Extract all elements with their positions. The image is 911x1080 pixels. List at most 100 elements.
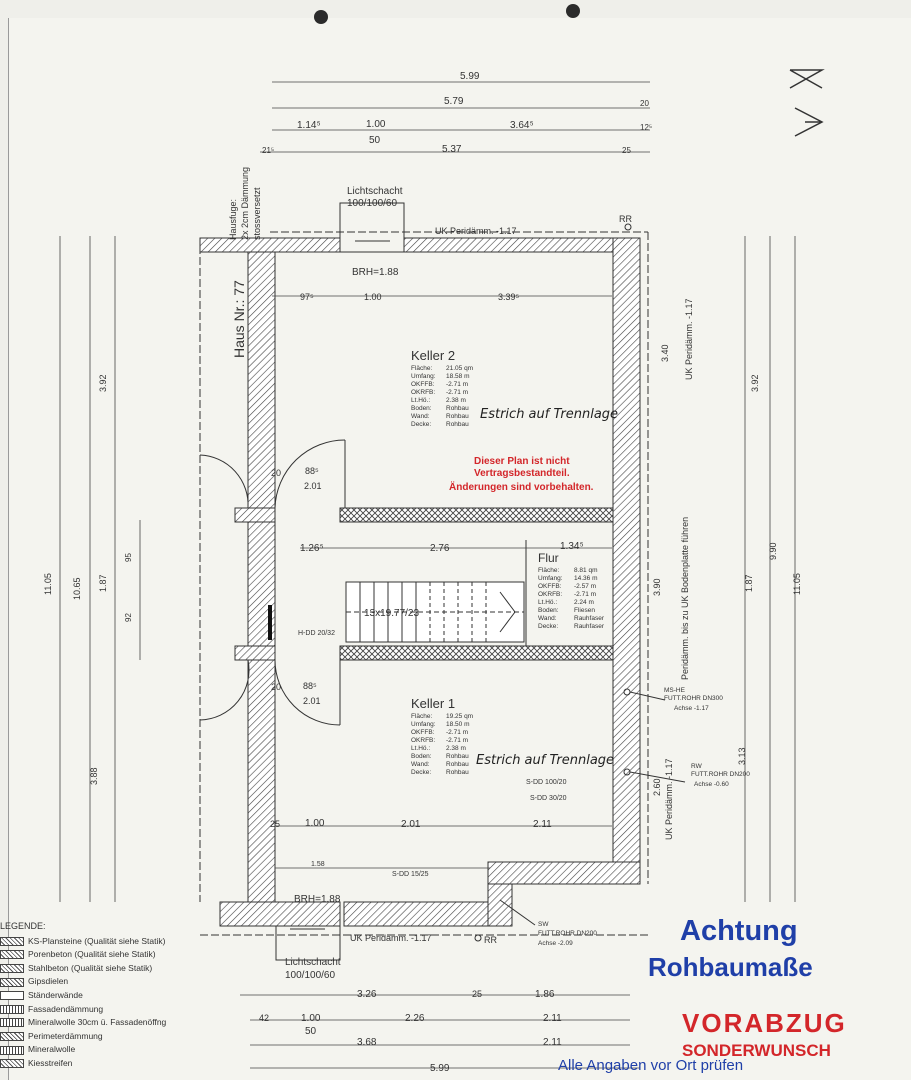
room-row-label: OKRFB: (538, 591, 562, 598)
legend-item-label: Ständerwände (28, 989, 83, 1000)
dim-wall-l: 21⁵ (262, 146, 274, 155)
disclaimer-line-1: Dieser Plan ist nicht (474, 456, 570, 467)
dim-wall-r: 25 (622, 146, 631, 155)
legend-item: Stahlbeton (Qualität siehe Statik) (0, 962, 210, 976)
disclaimer-line-2: Vertragsbestandteil. (474, 468, 570, 479)
legend-item-label: Fassadendämmung (28, 1003, 104, 1014)
room-row-value: 18.58 m (446, 373, 470, 380)
flur-dim-1: 1.26⁵ (300, 543, 324, 554)
right-dim-total: 11.05 (792, 573, 802, 595)
room-row-value: Fliesen (574, 607, 595, 614)
plain-swatch-icon (0, 991, 24, 1001)
room-note: Estrich auf Trennlage (476, 753, 614, 768)
left-dim-inner: 10.65 (72, 577, 82, 600)
north-arrow-icon (789, 69, 825, 137)
legend-item-label: KS-Plansteine (Qualität siehe Statik) (28, 935, 166, 946)
legend-item-label: Mineralwolle (28, 1044, 76, 1055)
room-name: Keller 2 (411, 348, 455, 363)
legend-item-label: Mineralwolle 30cm ü. Fassadenöffng (28, 1017, 167, 1028)
legend-item-label: Porenbeton (Qualität siehe Statik) (28, 949, 156, 960)
room-note: Estrich auf Trennlage (480, 407, 618, 422)
room-row-label: Umfang: (538, 575, 563, 582)
bottom-r2-5: 2.11 (543, 1013, 562, 1024)
rr-bottom: RR (484, 935, 497, 945)
legend-item: Gipsdielen (0, 975, 210, 989)
room-row-label: Lt.Hö.: (411, 397, 430, 404)
room-row-label: Boden: (411, 753, 432, 760)
stamp-rohbau: Rohbaumaße (648, 952, 813, 982)
top-dimension-lines (240, 81, 650, 1069)
bottom-r2-3: 50 (305, 1026, 317, 1037)
left-dimension-lines (59, 236, 796, 902)
stair-label: 13x19.77/23 (364, 608, 419, 619)
sdd-3: S-DD 15/25 (392, 871, 429, 878)
dim-d1: 1.14⁵ (297, 120, 321, 131)
room-row-value: Rohbau (446, 769, 469, 776)
door-k1-a: 20 (271, 682, 281, 692)
right-dim-3: 2.60 (652, 778, 662, 796)
pipe-markers (474, 223, 686, 942)
room-row-label: Wand: (411, 413, 430, 420)
legend-item-label: Perimeterdämmung (28, 1030, 103, 1041)
keller2-dim-1: 97⁵ (300, 292, 314, 302)
bottom-r3-1: 3.68 (357, 1037, 377, 1048)
sdd-1: S-DD 100/20 (526, 779, 567, 786)
room-row-label: Decke: (411, 421, 431, 428)
right-dim-c: 3.13 (737, 747, 747, 765)
left-dim-a: 3.92 (98, 374, 108, 392)
legend-item: Porenbeton (Qualität siehe Statik) (0, 948, 210, 962)
room-row-label: Boden: (538, 607, 559, 614)
bottom-r2-1: 42 (259, 1013, 269, 1023)
sw-3: Achse -2.09 (538, 940, 573, 947)
legend-item: Fassadendämmung (0, 1003, 210, 1017)
right-dim-inner: 9.90 (768, 542, 778, 560)
room-row-label: OKFFB: (411, 381, 435, 388)
door-k2-b: 88⁵ (305, 466, 319, 476)
room-row-value: Rohbau (446, 421, 469, 428)
sw-1: SW (538, 921, 549, 928)
k1-dim-2: 2.01 (401, 819, 421, 830)
flur-dim-2: 2.76 (430, 543, 450, 554)
hausfuge-1: Hausfuge: (228, 199, 238, 240)
left-dim-b: 1.87 (98, 574, 108, 592)
room-row-label: Fläche: (411, 365, 433, 372)
hatch-swatch-icon (0, 950, 24, 960)
dim-inner: 5.79 (444, 96, 464, 107)
room-row-value: Rauhfaser (574, 623, 605, 630)
room-row-value: 19.25 qm (446, 713, 473, 720)
legend-item: Kiesstreifen (0, 1057, 210, 1071)
punch-hole-left (314, 10, 328, 24)
hausfuge-3: stossversetzt (252, 187, 262, 240)
left-dim-total: 11.05 (43, 573, 53, 595)
room-row-label: OKRFB: (411, 389, 435, 396)
room-row-label: Lt.Hö.: (538, 599, 557, 606)
room-row-value: -2.71 m (446, 729, 468, 736)
legend-item: Mineralwolle (0, 1043, 210, 1057)
left-dim-c: 3.88 (89, 767, 99, 785)
right-dim-1: 3.40 (660, 344, 670, 362)
legend-item: Mineralwolle 30cm ü. Fassadenöffng (0, 1016, 210, 1030)
lichtschacht-bottom-title: Lichtschacht (285, 957, 341, 968)
legend-item-label: Kiesstreifen (28, 1057, 73, 1068)
room-row-value: Rohbau (446, 413, 469, 420)
room-row-value: 8.81 qm (574, 567, 598, 574)
crosshatch-swatch-icon (0, 1032, 24, 1042)
door-k2-a: 20 (271, 468, 281, 478)
door-keller1 (274, 659, 341, 726)
room-row-label: Boden: (411, 405, 432, 412)
right-peridaemm-2: UK Peridämm. -1.17 (664, 758, 674, 840)
bottom-r1-2: 3.26 (357, 989, 377, 1000)
door-k2-c: 2.01 (304, 481, 322, 491)
dim-room: 5.37 (442, 144, 462, 155)
room-row-value: Rohbau (446, 761, 469, 768)
room-row-label: Fläche: (411, 713, 433, 720)
k1-dim-4: 1.58 (311, 861, 325, 868)
room-row-value: 21.05 qm (446, 365, 473, 372)
rw-3: Achse -0.60 (694, 781, 729, 788)
keller2-dim-3: 3.39⁵ (498, 292, 520, 302)
k1-dim-1: 1.00 (305, 818, 325, 829)
lichtschacht-top-size: 100/100/60 (347, 198, 397, 209)
legend-title: LEGENDE: (0, 921, 46, 931)
room-row-label: OKRFB: (411, 737, 435, 744)
ms-he-2: FUTT.ROHR DN300 (664, 695, 723, 702)
